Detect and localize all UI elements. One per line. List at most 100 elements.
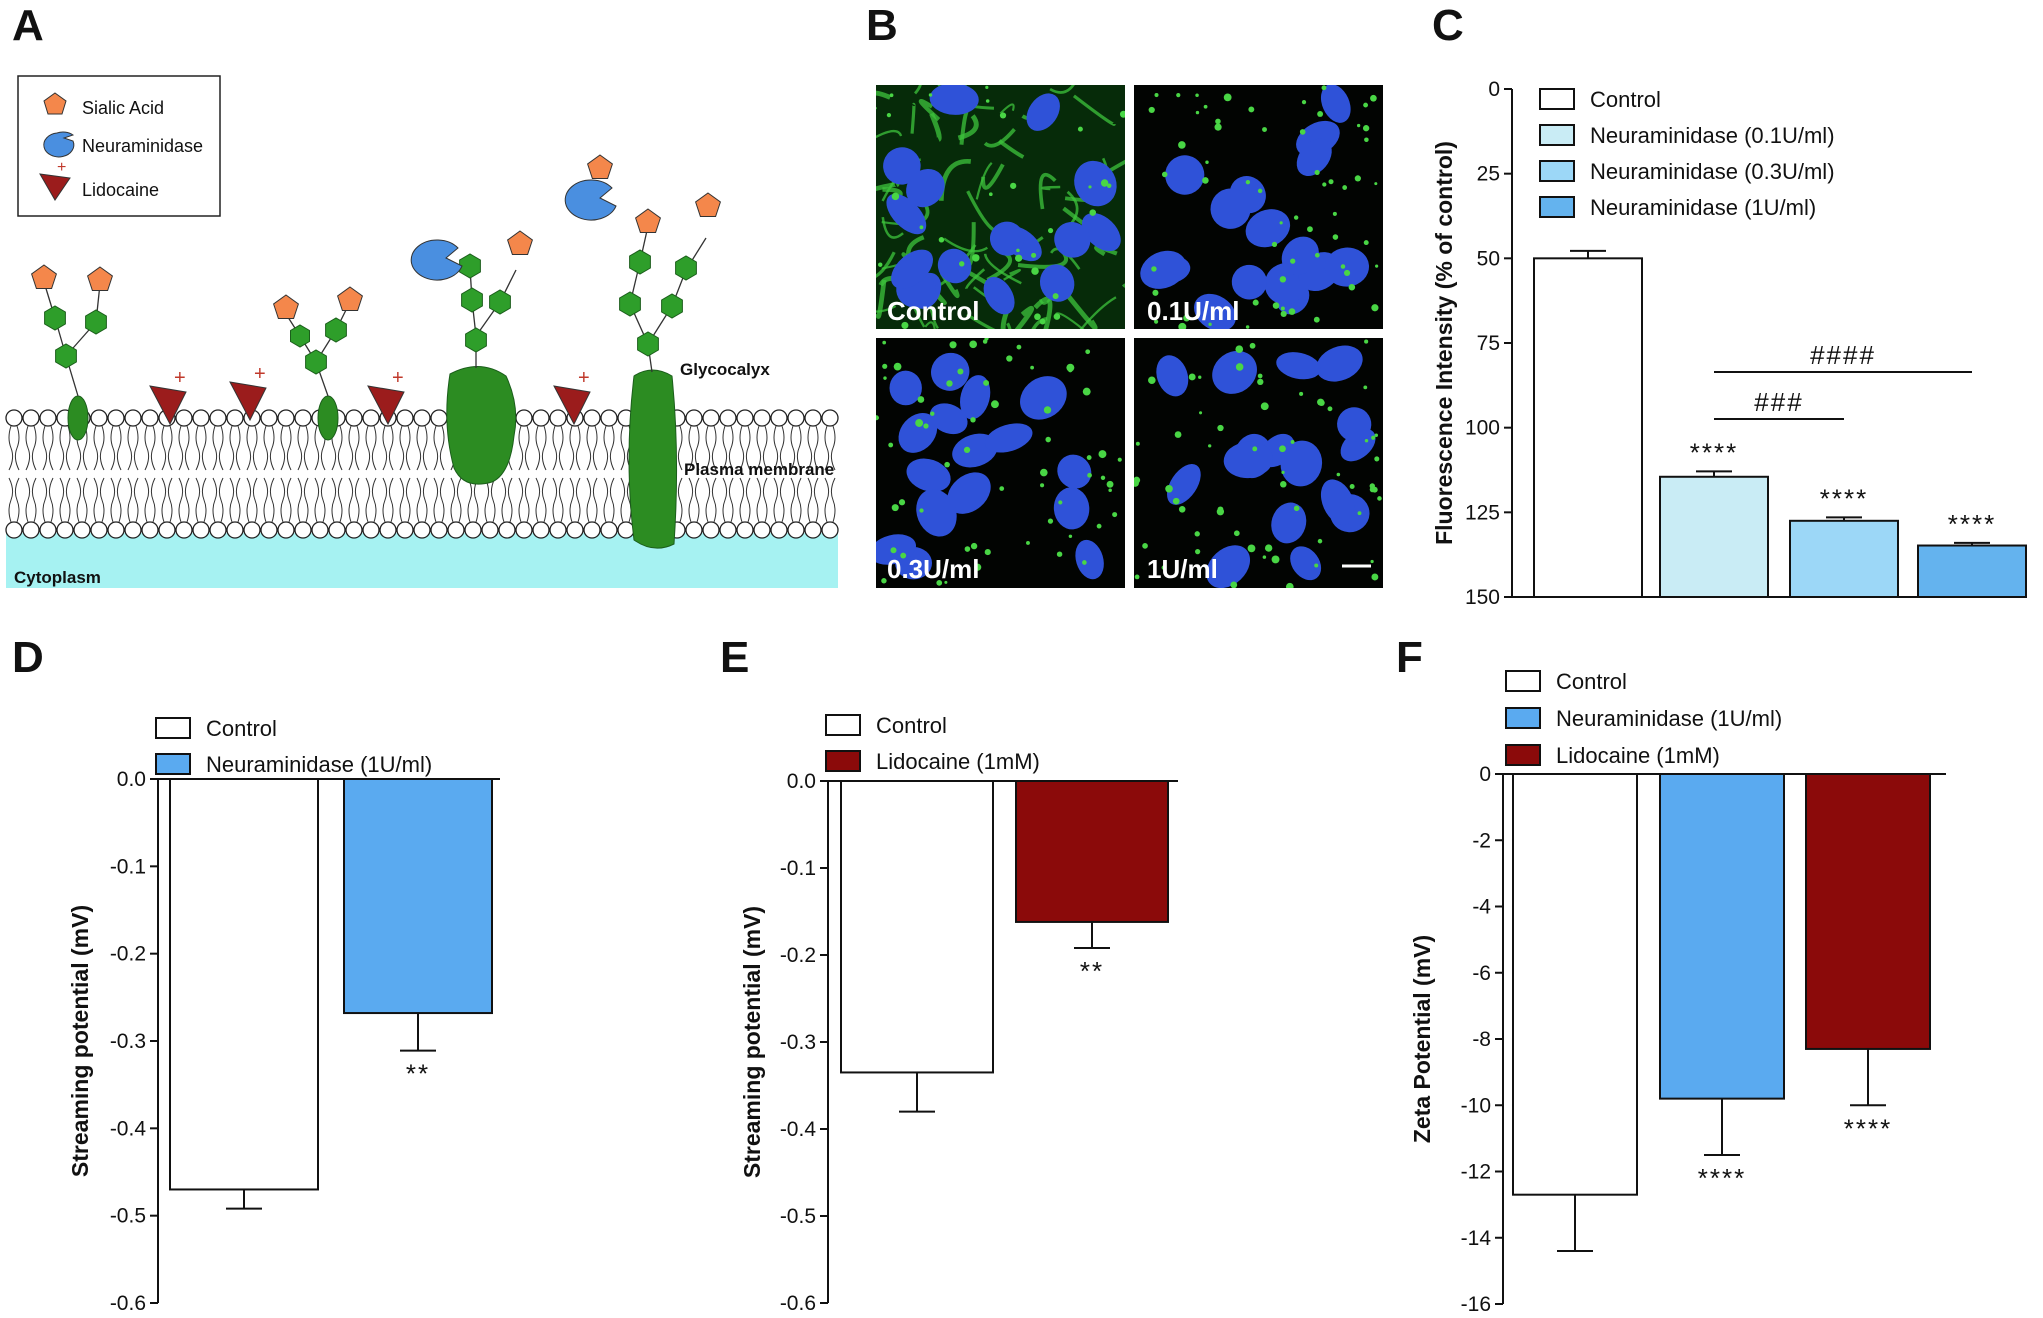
fluorescence-spot bbox=[1342, 185, 1348, 190]
fluorescence-spot bbox=[1106, 183, 1112, 188]
y-tick-label: 0 bbox=[1479, 763, 1491, 786]
fluorescence-spot bbox=[964, 546, 971, 552]
fluorescence-spot bbox=[1279, 445, 1286, 453]
glycan-unit bbox=[619, 291, 641, 317]
y-tick-label: -0.4 bbox=[780, 1118, 817, 1141]
lipid-head-top bbox=[345, 409, 363, 427]
micrograph-label-0-3u: 0.3U/ml bbox=[887, 554, 980, 584]
fluorescence-spot bbox=[1371, 304, 1379, 312]
panel-label-e: E bbox=[720, 633, 749, 682]
lipid-head-bottom bbox=[209, 521, 227, 539]
lipid-tail-bottom bbox=[144, 477, 156, 523]
bar-3 bbox=[1789, 519, 1899, 598]
fluorescence-spot bbox=[917, 396, 925, 403]
lipid-head-top bbox=[362, 409, 380, 427]
legend-label: Lidocaine (1mM) bbox=[876, 749, 1040, 774]
cell-nucleus bbox=[1057, 454, 1092, 489]
cell-nucleus bbox=[1290, 546, 1322, 581]
fluorescence-spot bbox=[1374, 433, 1379, 438]
lipid-tail-top bbox=[212, 425, 224, 471]
fluorescence-fiber bbox=[876, 107, 878, 110]
cell-nucleus bbox=[1020, 376, 1067, 420]
fluorescence-spot bbox=[919, 508, 924, 513]
fluorescence-spot bbox=[886, 112, 892, 118]
lipid-tail-bottom bbox=[501, 477, 513, 523]
glycan-unit bbox=[661, 293, 683, 319]
fluorescence-spot bbox=[1245, 179, 1251, 185]
cell-nucleus bbox=[1280, 440, 1323, 487]
lipid-tail-top bbox=[518, 425, 530, 471]
fluorescence-spot bbox=[1230, 581, 1238, 588]
y-tick-label: -10 bbox=[1461, 1094, 1491, 1117]
micrograph-label-1u: 1U/ml bbox=[1147, 554, 1218, 584]
fluorescence-spot bbox=[1317, 398, 1325, 406]
y-tick-label: -0.2 bbox=[110, 943, 146, 966]
fluorescence-spot bbox=[974, 563, 982, 571]
fluorescence-spot bbox=[1216, 508, 1225, 516]
fluorescence-spot bbox=[969, 340, 977, 349]
sialic-acid-unit bbox=[635, 208, 661, 233]
fluorescence-spot bbox=[1043, 406, 1052, 414]
panel-label-a: A bbox=[12, 1, 44, 50]
glycan-unit bbox=[325, 317, 347, 343]
lipid-head-bottom bbox=[583, 521, 601, 539]
fluorescence-spot bbox=[1332, 234, 1339, 240]
fluorescence-spot bbox=[970, 542, 978, 550]
significance-label: **** bbox=[1698, 1163, 1746, 1193]
lipid-head-bottom bbox=[158, 521, 176, 539]
lipid-tail-top bbox=[552, 425, 564, 471]
charge-plus: + bbox=[392, 367, 404, 389]
y-axis-label: Zeta Potential (mV) bbox=[1409, 935, 1435, 1143]
cell-nucleus bbox=[929, 85, 979, 115]
fluorescence-fiber bbox=[1033, 296, 1053, 329]
lipid-tail-bottom bbox=[42, 477, 54, 523]
bar-4 bbox=[1917, 544, 2027, 598]
fluorescence-spot bbox=[1314, 169, 1320, 176]
fluorescence-spot bbox=[898, 499, 906, 506]
fluorescence-spot bbox=[889, 93, 894, 98]
lipid-head-top bbox=[5, 409, 23, 427]
legend-label: Lidocaine (1mM) bbox=[1556, 743, 1720, 768]
y-tick-label: 125 bbox=[1465, 501, 1500, 524]
cell-nucleus bbox=[1271, 502, 1307, 544]
fluorescence-spot bbox=[988, 192, 993, 197]
lipid-head-bottom bbox=[566, 521, 584, 539]
fluorescence-fiber bbox=[876, 279, 887, 319]
fluorescence-spot bbox=[1208, 444, 1212, 448]
lipid-head-bottom bbox=[787, 521, 805, 539]
lipid-head-top bbox=[600, 409, 618, 427]
fluorescence-spot bbox=[1048, 227, 1054, 234]
fluorescence-spot bbox=[1100, 179, 1109, 187]
lipid-tail-top bbox=[416, 425, 428, 471]
lipid-tail-top bbox=[790, 425, 802, 471]
lipid-head-bottom bbox=[107, 521, 125, 539]
fluorescence-spot bbox=[923, 423, 929, 429]
lipid-head-bottom bbox=[22, 521, 40, 539]
micrograph-1u bbox=[1134, 338, 1383, 588]
fluorescence-spot bbox=[1252, 299, 1259, 306]
y-tick-label: 50 bbox=[1477, 247, 1500, 270]
cell-nucleus bbox=[1206, 545, 1251, 588]
lipid-head-top bbox=[141, 409, 159, 427]
glycoprotein bbox=[67, 395, 89, 441]
fluorescence-spot bbox=[1178, 141, 1186, 149]
fluorescence-spot bbox=[1217, 424, 1224, 432]
lipid-tail-bottom bbox=[263, 477, 275, 523]
fluorescence-spot bbox=[1281, 470, 1285, 475]
lipid-head-bottom bbox=[396, 521, 414, 539]
legend-swatch bbox=[1505, 670, 1541, 692]
bar-1 bbox=[1533, 257, 1643, 598]
fluorescence-spot bbox=[1262, 127, 1267, 132]
y-tick-label: -0.3 bbox=[110, 1030, 146, 1053]
fluorescence-spot bbox=[972, 254, 980, 262]
fluorescence-spot bbox=[1174, 431, 1182, 438]
lipid-head-bottom bbox=[260, 521, 278, 539]
neuraminidase-molecule bbox=[564, 179, 617, 221]
fluorescence-spot bbox=[1040, 483, 1045, 488]
fluorescence-spot bbox=[1290, 258, 1296, 264]
cell-nucleus bbox=[1053, 487, 1090, 530]
lipid-head-top bbox=[396, 409, 414, 427]
fluorescence-fiber bbox=[943, 237, 989, 253]
lipid-head-bottom bbox=[90, 521, 108, 539]
lipid-tail-bottom bbox=[178, 477, 190, 523]
